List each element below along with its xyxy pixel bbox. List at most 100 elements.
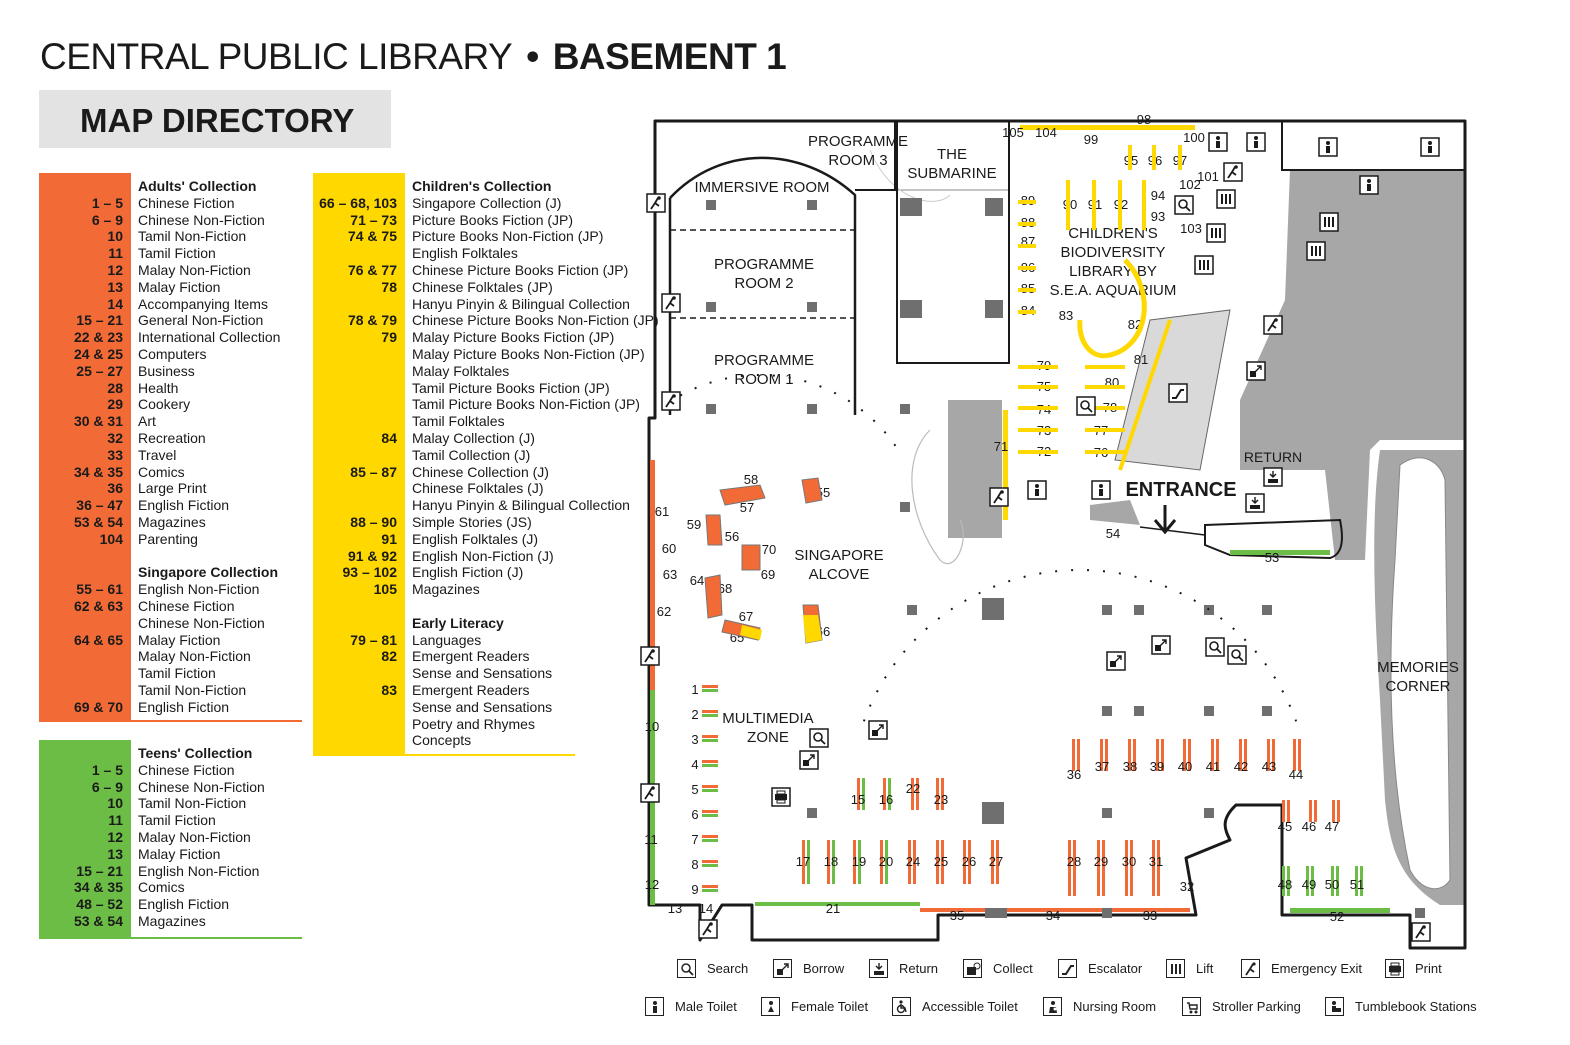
shelf-number: 33	[1143, 908, 1157, 923]
display-block	[1262, 605, 1272, 615]
entry-number: 66 – 68, 103	[319, 194, 397, 211]
shelf-number: 1	[691, 682, 698, 697]
entry-label: Chinese Picture Books Fiction (JP)	[412, 261, 629, 278]
entry-number-wrap: 48 – 52	[39, 896, 123, 913]
shelf	[802, 840, 805, 884]
entry-number-wrap: 84	[313, 430, 397, 447]
display-block	[807, 200, 817, 210]
toilet-wall	[1281, 121, 1465, 171]
entry-label: Malay Picture Books Non-Fiction (JP)	[412, 345, 645, 362]
entry-label: English Non-Fiction	[138, 581, 260, 598]
female-toilet-icon	[761, 997, 780, 1016]
entrance-pillar	[1090, 500, 1140, 525]
childrens-library-label-line: LIBRARY BY	[1069, 263, 1157, 280]
entry-number: 13	[107, 845, 123, 862]
submarine-label-line: SUBMARINE	[907, 165, 996, 182]
entry-number: 12	[107, 261, 123, 278]
exterior-wall	[647, 119, 1467, 950]
teens-color-band	[39, 740, 131, 939]
childrens-library-label-line: BIODIVERSITY	[1060, 244, 1165, 261]
entry-number: 25 – 27	[76, 362, 123, 379]
shelf	[883, 778, 886, 810]
shelf-number: 18	[824, 854, 838, 869]
display-block	[900, 404, 910, 414]
shelf	[1157, 840, 1160, 896]
shelf-number: 28	[1067, 854, 1081, 869]
shelf	[857, 778, 860, 810]
toilet-icon	[1318, 137, 1338, 157]
programme-room-1-label-line: ROOM 1	[734, 371, 793, 388]
entry-label: Travel	[138, 446, 177, 463]
display-block	[1204, 808, 1214, 818]
immersive-room-wall	[669, 156, 857, 415]
legend-label: Borrow	[803, 961, 845, 976]
entry-label: Simple Stories (JS)	[412, 513, 532, 530]
display-block	[706, 302, 716, 312]
shelf	[908, 840, 911, 884]
legend-label: Tumblebook Stations	[1355, 999, 1477, 1014]
display-block	[706, 200, 716, 210]
entry-label: Chinese Folktales (J)	[412, 480, 544, 497]
entry-label: English Non-Fiction (J)	[412, 547, 554, 564]
entry-label: Tamil Fiction	[138, 245, 216, 262]
display-block	[1415, 908, 1425, 918]
entry-number-wrap: 15 – 21	[39, 863, 123, 880]
entry-number: 36 – 47	[76, 497, 123, 514]
emergency-exit-icon	[989, 487, 1009, 507]
shelf-number: 102	[1179, 177, 1201, 192]
shelf	[1102, 840, 1105, 896]
legend-label: Collect	[993, 961, 1033, 976]
children-shelf	[1128, 145, 1132, 170]
shelf	[1287, 866, 1290, 896]
shelf	[1125, 840, 1128, 896]
entry-number-wrap: 34 & 35	[39, 464, 123, 481]
entry-label: Recreation	[138, 429, 206, 446]
entry-number: 6 – 9	[91, 211, 123, 228]
shelf	[913, 840, 916, 884]
entry-number-wrap: 14	[39, 296, 123, 313]
shelf	[941, 840, 944, 884]
singapore-alcove-label-line: ALCOVE	[809, 566, 870, 583]
shelf	[991, 840, 994, 884]
legend-label: Accessible Toilet	[922, 999, 1018, 1014]
entry-label: Large Print	[138, 480, 207, 497]
shelf-number: 35	[950, 908, 964, 923]
shelf-number: 6	[691, 807, 698, 822]
children-shelf	[1018, 428, 1058, 432]
entry-number: 48 – 52	[76, 896, 123, 913]
shelf-number: 12	[645, 877, 659, 892]
alcove-shelf	[801, 477, 823, 504]
emergency-exit-icon	[646, 193, 666, 213]
title-main: CENTRAL PUBLIC LIBRARY	[40, 36, 513, 77]
entry-number: 88 – 90	[350, 513, 397, 530]
children-shelf	[1018, 450, 1058, 454]
male-toilet-icon	[645, 997, 664, 1016]
entry-label: Concepts	[412, 732, 472, 749]
borrow-icon	[868, 720, 888, 740]
entry-number-wrap: 29	[39, 396, 123, 413]
entry-number: 91	[381, 530, 397, 547]
entry-number-wrap: 78	[313, 279, 397, 296]
children-heading: Children's Collection	[412, 178, 552, 194]
alcove-shelf	[719, 484, 766, 506]
entry-number: 1 – 5	[91, 761, 123, 778]
map-background	[869, 149, 1465, 905]
shelf-number: 52	[1330, 909, 1344, 924]
entry-number: 11	[108, 812, 123, 829]
entry-number-wrap: 83	[313, 682, 397, 699]
emergency-exit-icon	[1263, 315, 1283, 335]
shelf	[885, 840, 888, 884]
entry-number: 78	[381, 278, 397, 295]
